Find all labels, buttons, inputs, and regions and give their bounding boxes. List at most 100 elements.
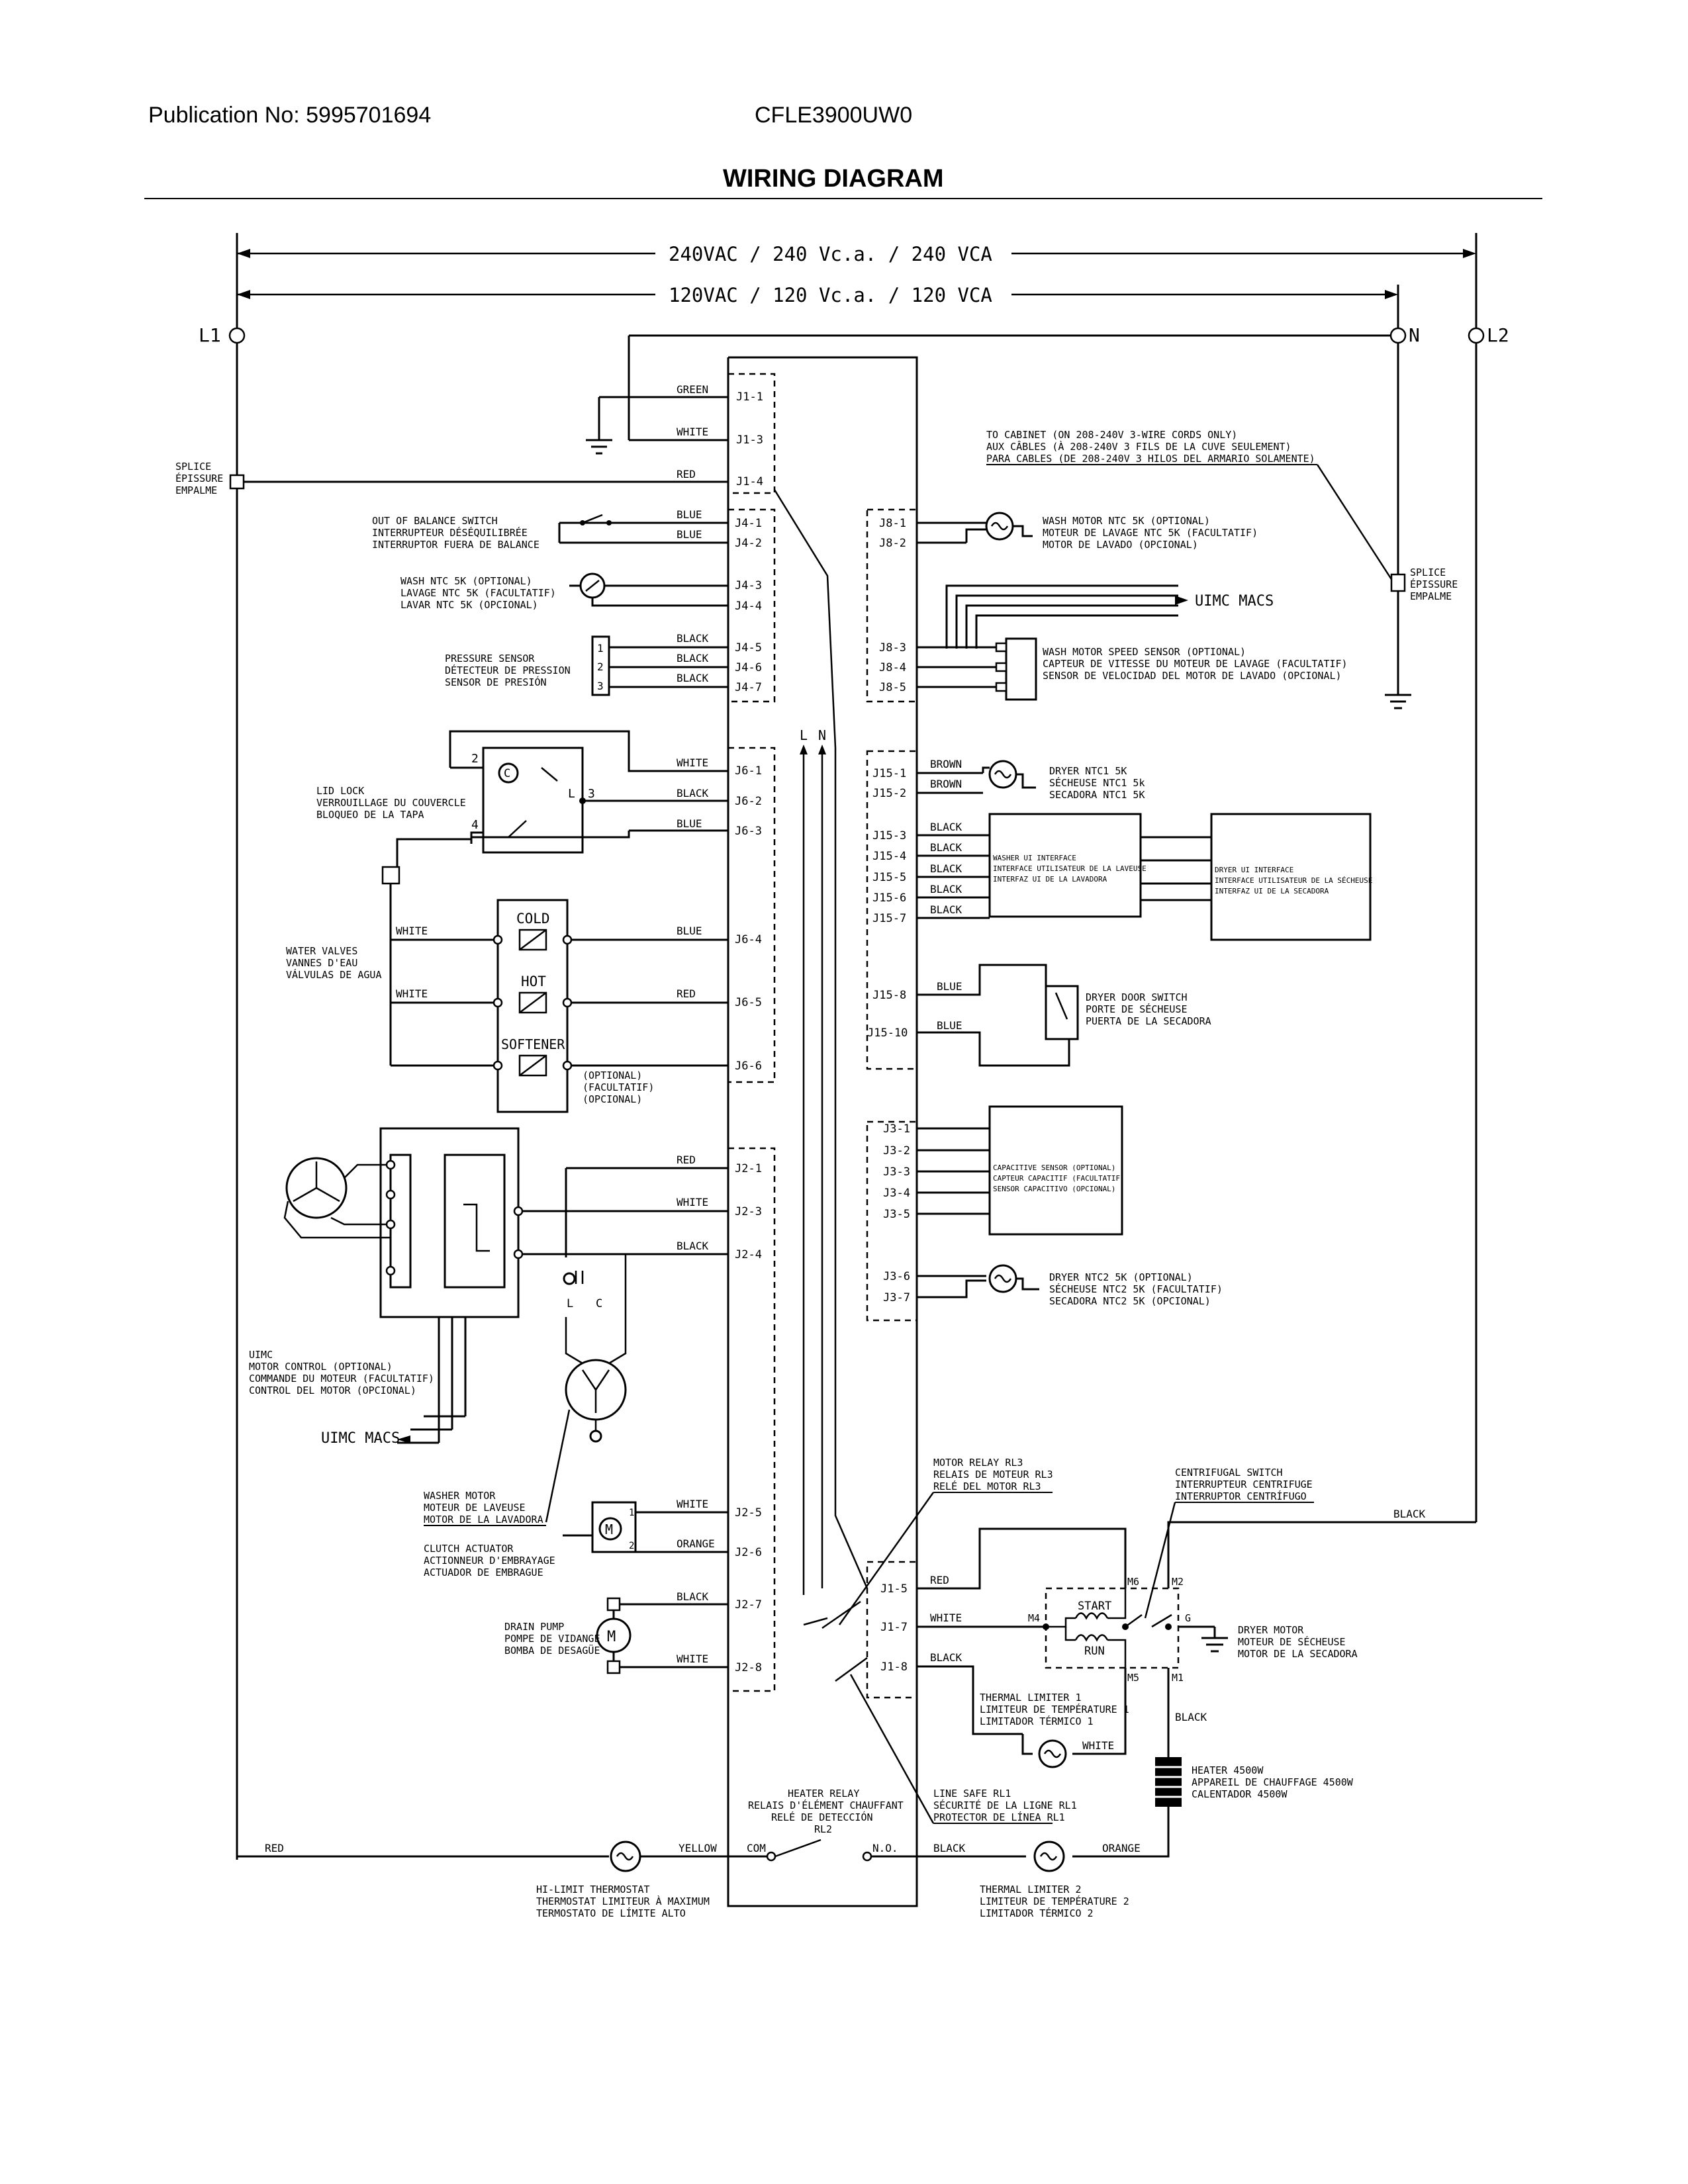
valve-softener-label: SOFTENER	[501, 1036, 565, 1052]
wire-j15-8-color: BLUE	[937, 980, 962, 993]
pin-j2-1: J2-1	[735, 1162, 762, 1175]
n-terminal	[1389, 327, 1407, 344]
pin-j1-8: J1-8	[880, 1661, 908, 1674]
valves-label-2: VANNES D'EAU	[286, 957, 357, 969]
pin-j15-6: J15-6	[872, 891, 906, 905]
pin-j15-4: J15-4	[872, 850, 906, 863]
valve-cold-label: COLD	[516, 911, 550, 927]
hi-limit-label-2: THERMOSTAT LIMITEUR À MAXIMUM	[536, 1895, 710, 1907]
dryer-power-circuit: MOTOR RELAY RL3 RELAIS DE MOTEUR RL3 REL…	[838, 1457, 1476, 1858]
l2-label: L2	[1487, 324, 1509, 346]
dryer-ui-label-1: DRYER UI INTERFACE	[1215, 866, 1293, 874]
pin-j2-8: J2-8	[735, 1661, 762, 1674]
pin-j15-8: J15-8	[872, 989, 906, 1002]
balance-label-1: OUT OF BALANCE SWITCH	[372, 515, 498, 527]
lid-2-label: 2	[471, 752, 479, 766]
heater-label-3: CALENTADOR 4500W	[1192, 1788, 1288, 1800]
dryer-ui-label-3: INTERFAZ UI DE LA SECADORA	[1215, 887, 1329, 895]
dryer-motor-label-2: MOTEUR DE SÉCHEUSE	[1238, 1635, 1346, 1648]
cabinet-label-1: TO CABINET (ON 208-240V 3-WIRE CORDS ONL…	[986, 429, 1237, 441]
l2-terminal	[1468, 327, 1485, 344]
pin-j8-1: J8-1	[879, 517, 906, 530]
speed-sensor-label-3: SENSOR DE VELOCIDAD DEL MOTOR DE LAVADO …	[1043, 670, 1342, 682]
ps-pin-3: 3	[597, 680, 604, 692]
pin-j1-1: J1-1	[736, 390, 763, 404]
washer-motor-label-3: MOTOR DE LA LAVADORA	[424, 1514, 543, 1525]
splice-right	[1390, 573, 1406, 592]
wire-j6-2-color: BLACK	[677, 787, 709, 799]
door-switch-label-2: PORTE DE SÉCHEUSE	[1086, 1003, 1188, 1015]
l1-label: L1	[199, 324, 221, 346]
thermal1-label-2: LIMITEUR DE TEMPÉRATURE 1	[980, 1703, 1129, 1715]
centrifugal-label-2: INTERRUPTEUR CENTRIFUGE	[1175, 1479, 1313, 1490]
wire-j6-3-color: BLUE	[677, 817, 702, 830]
heater-element	[1155, 1757, 1182, 1807]
drain-label-2: POMPE DE VIDANGE	[504, 1633, 600, 1645]
dryer-ui-interface	[1210, 813, 1372, 941]
motor-relay-label-1: MOTOR RELAY RL3	[933, 1457, 1023, 1469]
dryer-ntc1-label-3: SECADORA NTC1 5K	[1049, 789, 1145, 801]
clutch-pin-1: 1	[629, 1508, 634, 1518]
heater-relay-circuit: RED YELLOW COM N.O. BLACK ORANGE HEATER …	[237, 1788, 1141, 1919]
clutch-label-2: ACTIONNEUR D'EMBRAYAGE	[424, 1555, 555, 1567]
speed-sensor-label-1: WASH MOTOR SPEED SENSOR (OPTIONAL)	[1043, 646, 1246, 658]
lid-lock-label-2: VERROUILLAGE DU COUVERCLE	[316, 797, 466, 809]
wash-ntc-label-2: LAVAGE NTC 5K (FACULTATIF)	[400, 587, 556, 599]
wire-j2-1-color: RED	[677, 1154, 696, 1166]
wire-j4-1-color: BLUE	[677, 508, 702, 521]
pressure-label-1: PRESSURE SENSOR	[445, 653, 535, 664]
pin-j2-4: J2-4	[735, 1248, 762, 1261]
centrifugal-label-1: CENTRIFUGAL SWITCH	[1175, 1467, 1283, 1479]
wire-j15-7-color: BLACK	[930, 903, 962, 916]
uimc-label-4: CONTROL DEL MOTOR (OPCIONAL)	[249, 1385, 416, 1396]
clutch-actuator	[591, 1501, 637, 1553]
drain-pump-m: M	[607, 1629, 616, 1645]
uimc-label-3: COMMANDE DU MOTEUR (FACULTATIF)	[249, 1373, 434, 1385]
terminal-m1: M1	[1172, 1672, 1184, 1684]
publication-number: Publication No: 5995701694	[148, 103, 431, 128]
clutch-motor-m: M	[605, 1522, 613, 1537]
washer-motor-label-2: MOTEUR DE LAVEUSE	[424, 1502, 526, 1514]
dryer-ui-label-2: INTERFACE UTILISATEUR DE LA SÉCHEUSE	[1215, 876, 1372, 885]
model-number: CFLE3900UW0	[755, 103, 912, 128]
no-label: N.O.	[872, 1842, 898, 1854]
wire-j2-5-color: WHITE	[677, 1498, 708, 1510]
pin-j3-7: J3-7	[883, 1291, 910, 1304]
balance-label-3: INTERRUPTOR FUERA DE BALANCE	[372, 539, 539, 551]
pin-j15-2: J15-2	[872, 787, 906, 800]
capacitive-label-3: SENSOR CAPACITIVO (OPCIONAL)	[993, 1185, 1115, 1193]
dryer-ntc2-label-3: SECADORA NTC2 5K (OPCIONAL)	[1049, 1295, 1211, 1307]
pin-j15-5: J15-5	[872, 871, 906, 884]
pin-j6-5: J6-5	[735, 996, 762, 1009]
splice-left-label-1: SPLICE	[175, 461, 211, 473]
heater-relay-label-3: RELÉ DE DETECCIÓN	[771, 1811, 873, 1823]
pin-j3-4: J3-4	[883, 1187, 910, 1200]
dryer-door-switch	[1045, 985, 1079, 1040]
speed-sensor-label-2: CAPTEUR DE VITESSE DU MOTEUR DE LAVAGE (…	[1043, 658, 1348, 670]
wire-j4-6-color: BLACK	[677, 652, 709, 664]
washer-ui-label-2: INTERFACE UTILISATEUR DE LA LAVEUSE	[993, 864, 1147, 873]
pin-j4-6: J4-6	[735, 661, 762, 674]
splice-left-label-3: EMPALME	[175, 484, 217, 496]
wash-ntc-label-3: LAVAR NTC 5K (OPCIONAL)	[400, 599, 538, 611]
pin-j1-5: J1-5	[880, 1582, 908, 1596]
j6-connector: C 2 3 4 L WHITE BLACK BLUE LID LOCK VERR…	[286, 730, 762, 1113]
wire-j2-7-color: BLACK	[677, 1590, 709, 1603]
cap-l-label: L	[567, 1297, 573, 1310]
uimc-macs-left: UIMC MACS	[321, 1430, 400, 1447]
j4-connector: BLUE BLUE OUT OF BALANCE SWITCH INTERRUP…	[372, 508, 762, 696]
splice-right-label-1: SPLICE	[1410, 567, 1446, 578]
line-safe-label-3: PROTECTOR DE LÍNEA RL1	[933, 1811, 1065, 1823]
pressure-label-3: SENSOR DE PRESIÓN	[445, 676, 547, 688]
pin-j8-2: J8-2	[879, 537, 906, 550]
l1-terminal	[228, 327, 246, 344]
pin-j15-7: J15-7	[872, 912, 906, 925]
wire-j15-2-color: BROWN	[930, 778, 962, 790]
pin-j15-10: J15-10	[867, 1026, 908, 1040]
clutch-label-1: CLUTCH ACTUATOR	[424, 1543, 514, 1555]
dryer-ntc1-label-2: SÉCHEUSE NTC1 5k	[1049, 776, 1145, 789]
thermal2-label-3: LIMITADOR TÉRMICO 2	[980, 1907, 1094, 1919]
pin-j4-1: J4-1	[735, 517, 762, 530]
washer-ui-interface	[988, 813, 1142, 918]
softener-optional-2: (FACULTATIF)	[583, 1081, 654, 1093]
